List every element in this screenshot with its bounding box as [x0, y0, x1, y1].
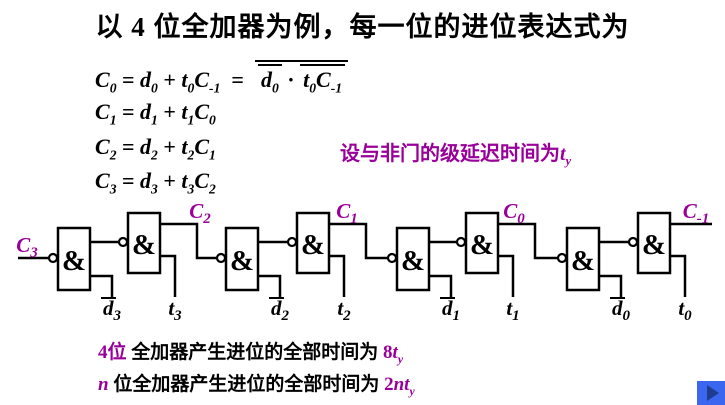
t-input-label: t3 [168, 296, 182, 324]
equation-c3: C3 = d3 + t3C2 [95, 168, 216, 197]
nand-gate-box [224, 226, 260, 292]
d-input-label: d2 [271, 296, 290, 324]
carry-wire [329, 222, 388, 260]
carry-wire [498, 222, 558, 260]
t-input-wire [160, 254, 177, 297]
d-input-label: d1 [442, 296, 460, 324]
d-input-wire [429, 274, 453, 297]
and-symbol: & [642, 229, 666, 261]
and-symbol: & [470, 229, 494, 261]
next-arrow-icon [707, 385, 719, 401]
next-slide-button[interactable] [697, 381, 725, 405]
equation-c2: C2 = d2 + t2C1 [95, 134, 216, 163]
t-input-label: t1 [506, 296, 519, 324]
equation-c1: C1 = d1 + t1C0 [95, 99, 216, 128]
carry-wire [160, 222, 217, 260]
inverter-bubble [627, 236, 639, 248]
carry-in-label: C3 [16, 233, 38, 261]
carry-label: C2 [189, 199, 211, 227]
gate-delay-note: 设与非门的级延迟时间为ty [340, 143, 572, 168]
inverter-bubble [455, 236, 467, 248]
slide-title: 以 4 位全加器为例，每一位的进位表达式为 [95, 12, 630, 42]
nand-gate-box [464, 211, 500, 275]
d-input-wire [90, 274, 114, 297]
nand-gate-box [395, 226, 431, 292]
t-input-wire [498, 254, 515, 297]
d-input-label: d3 [103, 296, 122, 324]
inverter-bubble [386, 252, 398, 264]
carry-label: C1 [336, 199, 358, 227]
t-input-label: t0 [678, 296, 692, 324]
carry-label: C-1 [683, 199, 710, 227]
nand-gate-box [295, 211, 331, 275]
carry-label: C0 [503, 199, 525, 227]
nand-gate-box [565, 226, 601, 292]
inverter-bubble [286, 236, 298, 248]
d-input-wire [258, 274, 282, 297]
inverter-bubble [47, 252, 59, 264]
nand-gate-box [56, 226, 92, 292]
t-input-wire [329, 254, 346, 297]
t-input-wire [670, 254, 687, 297]
timing-note-nbit: n 位全加器产生进位的全部时间为 2nty [98, 374, 415, 398]
equation-c0: C0 = d0 + t0C-1 = d0 · t0C-1 [95, 60, 349, 96]
and-symbol: & [132, 229, 156, 261]
nand-gate-box [636, 211, 672, 275]
and-symbol: & [401, 245, 425, 277]
and-symbol: & [301, 229, 325, 261]
nand-gate-box [126, 211, 162, 275]
t-input-label: t2 [337, 296, 351, 324]
and-symbol: & [230, 245, 254, 277]
inverter-bubble [215, 252, 227, 264]
and-symbol: & [571, 245, 595, 277]
inverter-bubble [117, 236, 129, 248]
inverter-bubble [556, 252, 568, 264]
d-input-wire [599, 274, 623, 297]
d-input-label: d0 [612, 296, 631, 324]
and-symbol: & [62, 245, 86, 277]
timing-note-4bit: 4位 全加器产生进位的全部时间为 8ty [98, 342, 404, 366]
